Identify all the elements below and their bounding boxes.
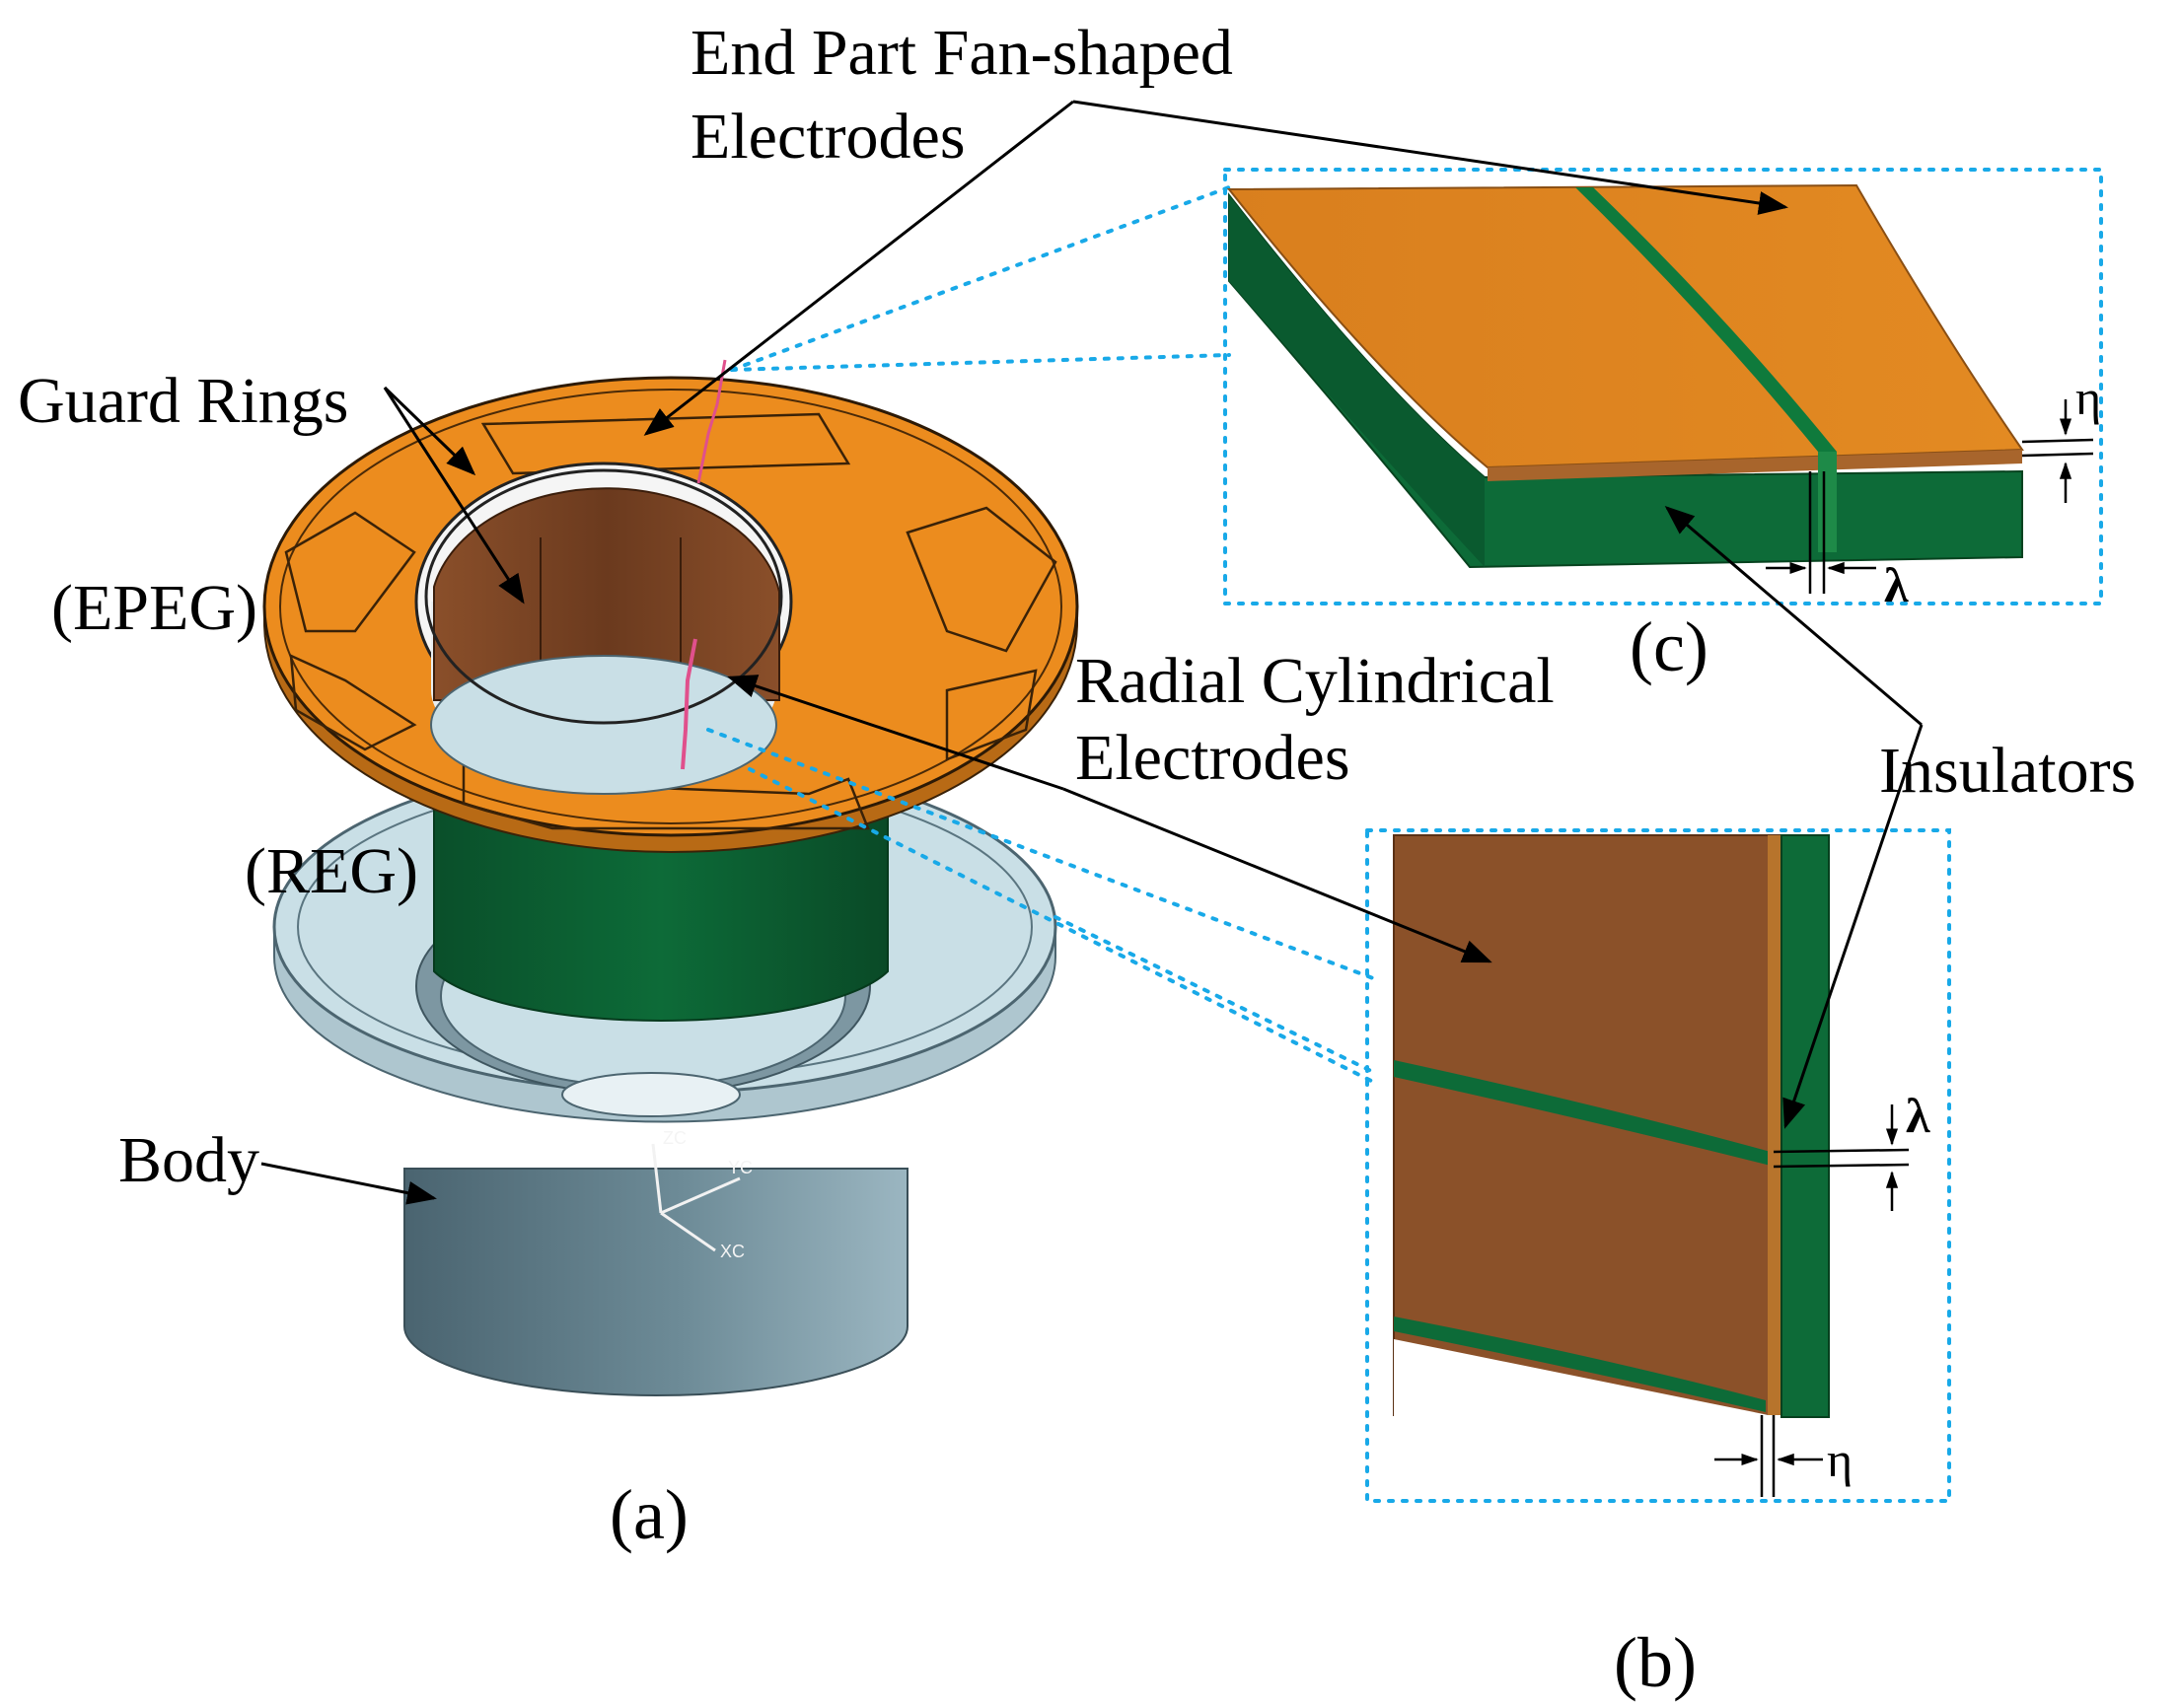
lambda-symbol-c: λ xyxy=(1884,557,1909,612)
dimension-marks-c xyxy=(1766,399,2094,594)
radial-electrode-block xyxy=(1393,834,1782,1416)
panel-label-b: (b) xyxy=(1614,1623,1697,1702)
end-part-label-line2: Electrodes xyxy=(690,101,966,173)
callout-lines xyxy=(706,185,1375,1084)
lambda-symbol-b: λ xyxy=(1906,1088,1930,1143)
body-label: Body xyxy=(118,1124,259,1196)
axis-tag-xc: XC xyxy=(720,1242,745,1261)
assembly-view: ZC YC XC xyxy=(262,359,1079,1396)
axis-tag-zc: ZC xyxy=(663,1128,687,1148)
axis-tag-yc: YC xyxy=(728,1158,753,1177)
panel-label-c: (c) xyxy=(1630,607,1708,686)
insulator-strip-c xyxy=(1575,187,1837,452)
green-wall-b xyxy=(1780,834,1830,1418)
section-marker-bottom xyxy=(681,638,697,770)
insulators-label: Insulators xyxy=(1879,735,2136,807)
end-part-label-line1: End Part Fan-shaped xyxy=(690,17,1233,89)
detail-c xyxy=(1223,168,2103,605)
guard-rings-label: Guard Rings xyxy=(18,365,348,437)
epeg-ring xyxy=(262,376,1079,853)
detail-c-frame xyxy=(1223,168,2103,605)
reg-cylinder xyxy=(433,788,889,1023)
radial-label-line2: Electrodes xyxy=(1075,722,1350,794)
epeg-label: (EPEG) xyxy=(51,572,257,644)
insulator-strip-b xyxy=(1394,1060,1771,1166)
section-marker-top xyxy=(696,359,727,484)
detail-b-frame xyxy=(1365,828,1951,1503)
radial-label-line1: Radial Cylindrical xyxy=(1075,645,1555,717)
panel-label-a: (a) xyxy=(610,1475,689,1554)
eta-symbol-b: η xyxy=(1827,1432,1853,1487)
reg-label: (REG) xyxy=(245,835,418,907)
detail-b xyxy=(1365,828,1951,1503)
coordinate-triad xyxy=(651,1143,741,1252)
leader-lines xyxy=(260,100,1924,1205)
eta-symbol-c: η xyxy=(2075,370,2101,425)
dimension-marks-b xyxy=(1714,1104,1910,1497)
